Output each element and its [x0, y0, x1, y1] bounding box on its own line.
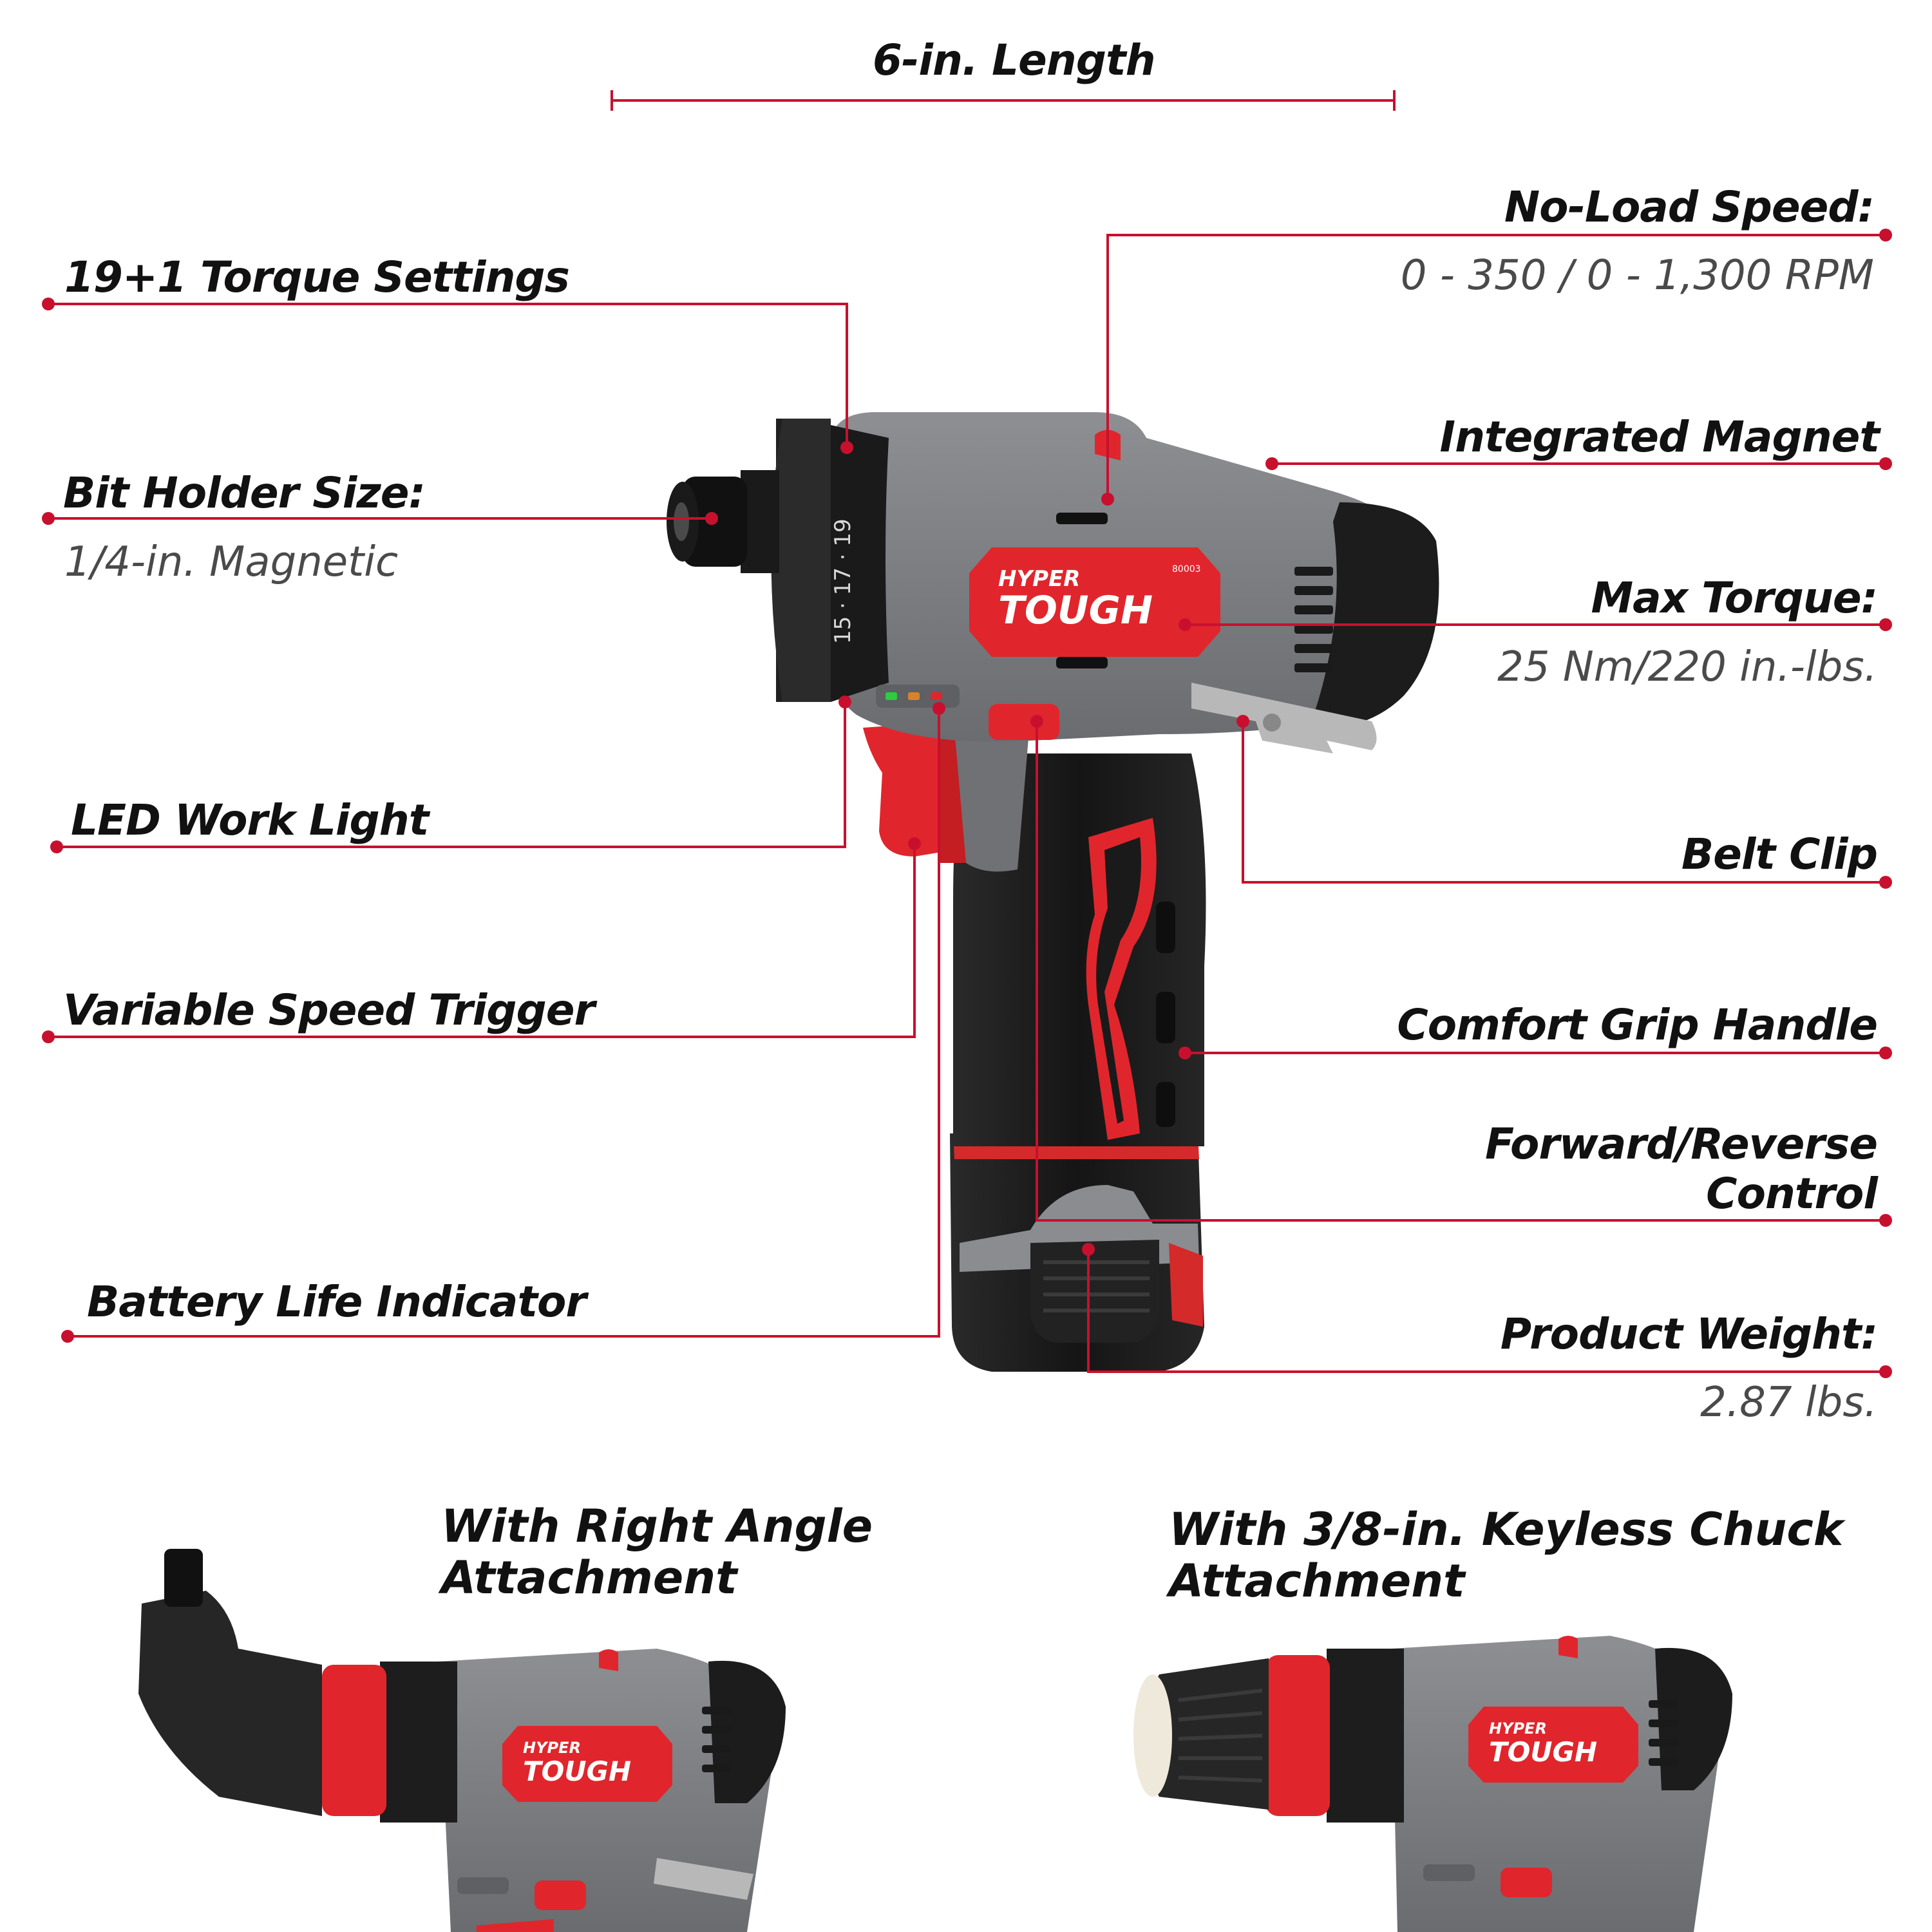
- svg-text:HYPER: HYPER: [523, 1739, 581, 1757]
- keyless-chuck-drill: HYPER TOUGH: [1133, 1636, 1732, 1932]
- callout-dots: [42, 229, 1892, 1378]
- torque-settings-label: 19+1 Torque Settings: [64, 252, 570, 302]
- speed-value: 0 - 350 / 0 - 1,300 RPM: [1400, 252, 1874, 299]
- torque-title: Max Torque:: [1591, 573, 1878, 623]
- svg-text:HYPER: HYPER: [1489, 1719, 1547, 1738]
- svg-text:TOUGH: TOUGH: [998, 588, 1153, 633]
- led-light-label: LED Work Light: [71, 795, 429, 845]
- grip-label: Comfort Grip Handle: [1397, 1000, 1878, 1050]
- fr-control-label-line2: Control: [1706, 1169, 1878, 1218]
- svg-text:TOUGH: TOUGH: [1489, 1736, 1597, 1768]
- length-label: 6-in. Length: [873, 35, 1156, 85]
- right-angle-drill: HYPER TOUGH: [138, 1549, 786, 1932]
- belt-clip-label: Belt Clip: [1681, 829, 1878, 879]
- svg-text:80003: 80003: [1172, 564, 1201, 574]
- magnet-label: Integrated Magnet: [1439, 412, 1880, 462]
- svg-text:HYPER: HYPER: [998, 566, 1080, 592]
- bit-holder-title: Bit Holder Size:: [63, 468, 426, 518]
- svg-text:TOUGH: TOUGH: [523, 1756, 631, 1787]
- right-angle-caption-line1: With Right Angle: [441, 1500, 873, 1553]
- weight-title: Product Weight:: [1500, 1309, 1878, 1359]
- torque-value: 25 Nm/220 in.-lbs.: [1497, 643, 1877, 691]
- svg-text:15 · 17 · 19: 15 · 17 · 19: [830, 518, 856, 644]
- chuck-caption-line1: With 3/8-in. Keyless Chuck: [1169, 1503, 1844, 1556]
- chuck-caption-line2: Attachment: [1169, 1555, 1465, 1607]
- right-angle-caption-line2: Attachment: [441, 1551, 737, 1604]
- length-dimension-line: [611, 90, 1396, 111]
- battery-indicator-label: Battery Life Indicator: [87, 1277, 587, 1327]
- weight-value: 2.87 lbs.: [1700, 1379, 1877, 1426]
- main-drill: 15 · 17 · 19 HYPER TOUGH 80003: [667, 412, 1439, 1372]
- speed-title: No-Load Speed:: [1504, 182, 1875, 232]
- callout-lines: [48, 234, 1886, 1373]
- bit-holder-value: 1/4-in. Magnetic: [64, 538, 399, 586]
- trigger-label: Variable Speed Trigger: [63, 985, 595, 1035]
- brand-logo: HYPER TOUGH 80003: [969, 547, 1220, 657]
- fr-control-label-line1: Forward/Reverse: [1485, 1119, 1878, 1169]
